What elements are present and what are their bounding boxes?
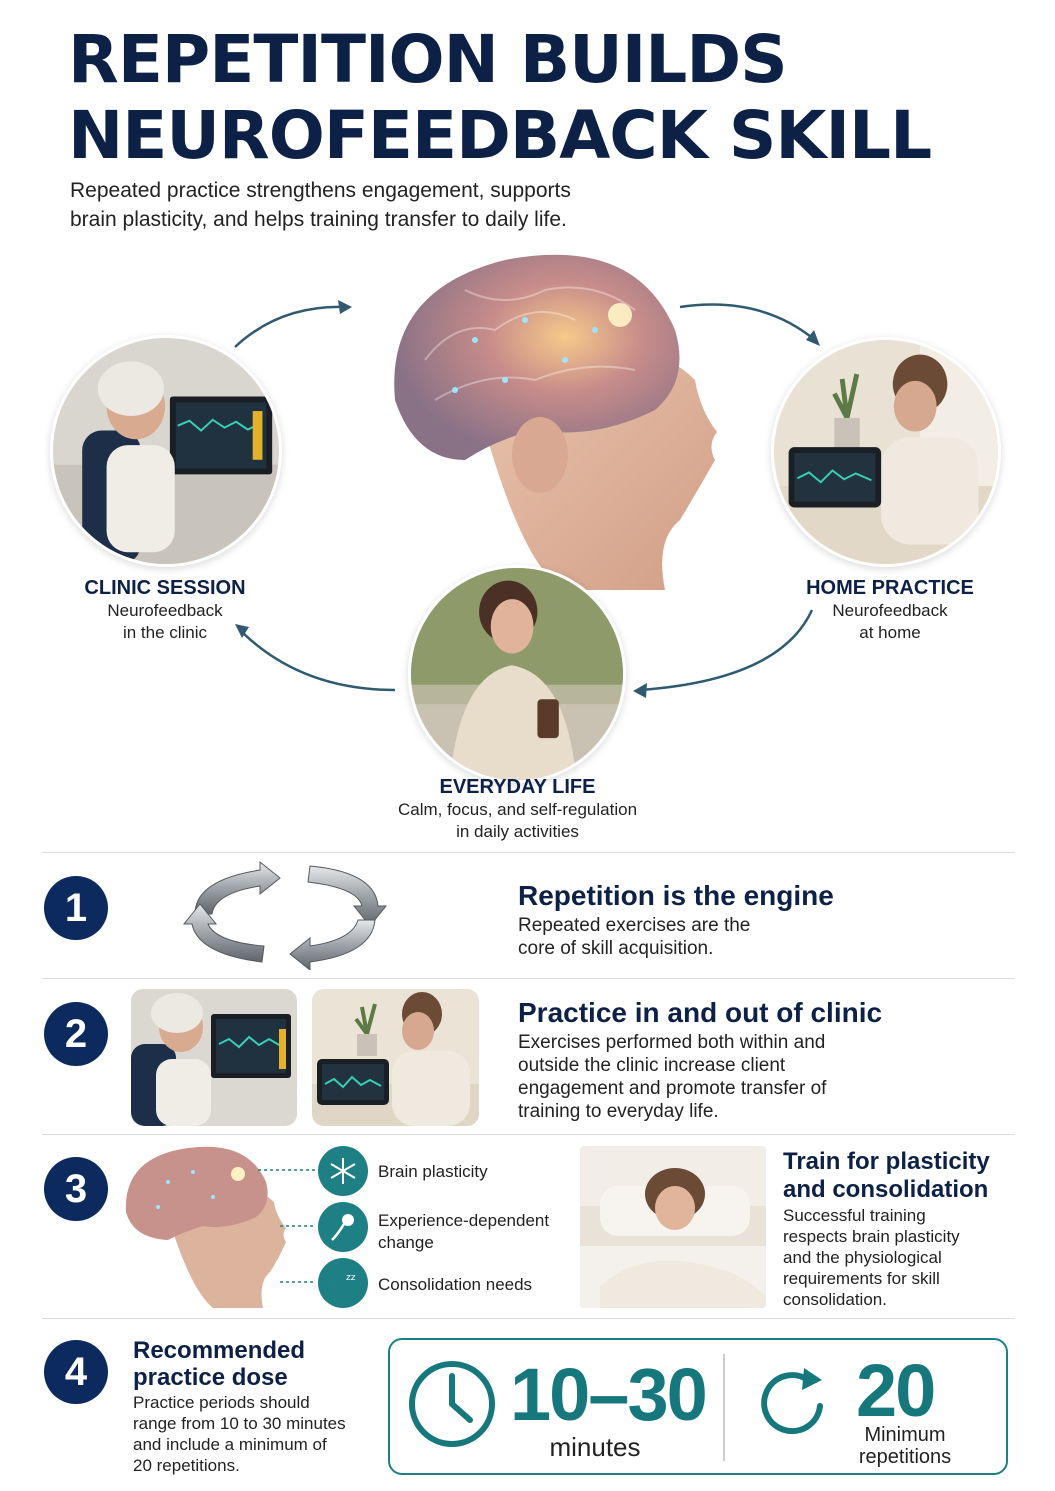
clinic-session-thumbnail <box>131 989 297 1126</box>
step-number-2: 2 <box>44 1002 108 1066</box>
repetitions-unit: Minimum repetitions <box>858 1424 952 1468</box>
step-2-text: Exercises performed both within and outs… <box>518 1032 827 1122</box>
svg-text:zz: zz <box>346 1273 356 1283</box>
divider <box>42 852 1015 853</box>
cycle-arrows <box>234 300 820 698</box>
cycle-arrows-icon <box>182 860 388 970</box>
clinic-session-photo <box>50 335 282 567</box>
feature-label-experience-dependent: Experience-dependent change <box>378 1211 550 1252</box>
dose-divider <box>723 1354 725 1461</box>
divider <box>42 978 1015 979</box>
connector-lines <box>258 1169 316 1283</box>
everyday-life-label: EVERYDAY LIFE Calm, focus, and self-regu… <box>397 776 638 841</box>
step-1-text: Repeated exercises are the core of skill… <box>518 915 751 959</box>
home-practice-thumbnail <box>312 989 479 1126</box>
step-4-title: Recommended practice dose <box>133 1337 306 1391</box>
clinic-session-label: CLINIC SESSION Neurofeedback in the clin… <box>84 577 246 642</box>
step-number-3: 3 <box>44 1157 108 1221</box>
step-number-1: 1 <box>44 876 108 940</box>
step-4-text: Practice periods should range from 10 to… <box>133 1393 346 1475</box>
brain-head-illustration <box>394 254 717 590</box>
minutes-value: 10–30 <box>510 1353 708 1436</box>
feature-label-consolidation: Consolidation needs <box>378 1275 533 1294</box>
home-practice-photo <box>771 337 1001 567</box>
divider <box>42 1318 1015 1319</box>
home-practice-label: HOME PRACTICE Neurofeedback at home <box>806 577 974 642</box>
clock-icon <box>409 1361 495 1447</box>
minutes-unit: minutes <box>549 1432 641 1462</box>
step-2-title: Practice in and out of clinic <box>518 997 883 1028</box>
moon-sleep-icon: zz <box>318 1258 368 1308</box>
step-1-title: Repetition is the engine <box>518 880 834 911</box>
page-title: REPETITION BUILDS NEUROFEEDBACK SKILL <box>68 21 932 174</box>
step-number-4: 4 <box>44 1340 108 1404</box>
brain-head-small-illustration <box>125 1146 286 1308</box>
feature-label-brain-plasticity: Brain plasticity <box>378 1162 488 1181</box>
repetitions-value: 20 <box>856 1349 936 1432</box>
step-3-title: Train for plasticity and consolidation <box>783 1148 990 1203</box>
step-3-text: Successful training respects brain plast… <box>783 1206 960 1309</box>
everyday-life-photo <box>408 565 626 783</box>
divider <box>42 1134 1015 1135</box>
practice-dose-panel: 10–30 minutes 20 Minimum repetitions <box>388 1338 1008 1475</box>
page-subtitle: Repeated practice strengthens engagement… <box>70 179 571 231</box>
snowflake-neuron-icon <box>318 1146 368 1196</box>
repeat-icon <box>761 1368 823 1435</box>
neuron-icon <box>318 1202 368 1252</box>
sleeping-woman-photo <box>580 1146 766 1308</box>
